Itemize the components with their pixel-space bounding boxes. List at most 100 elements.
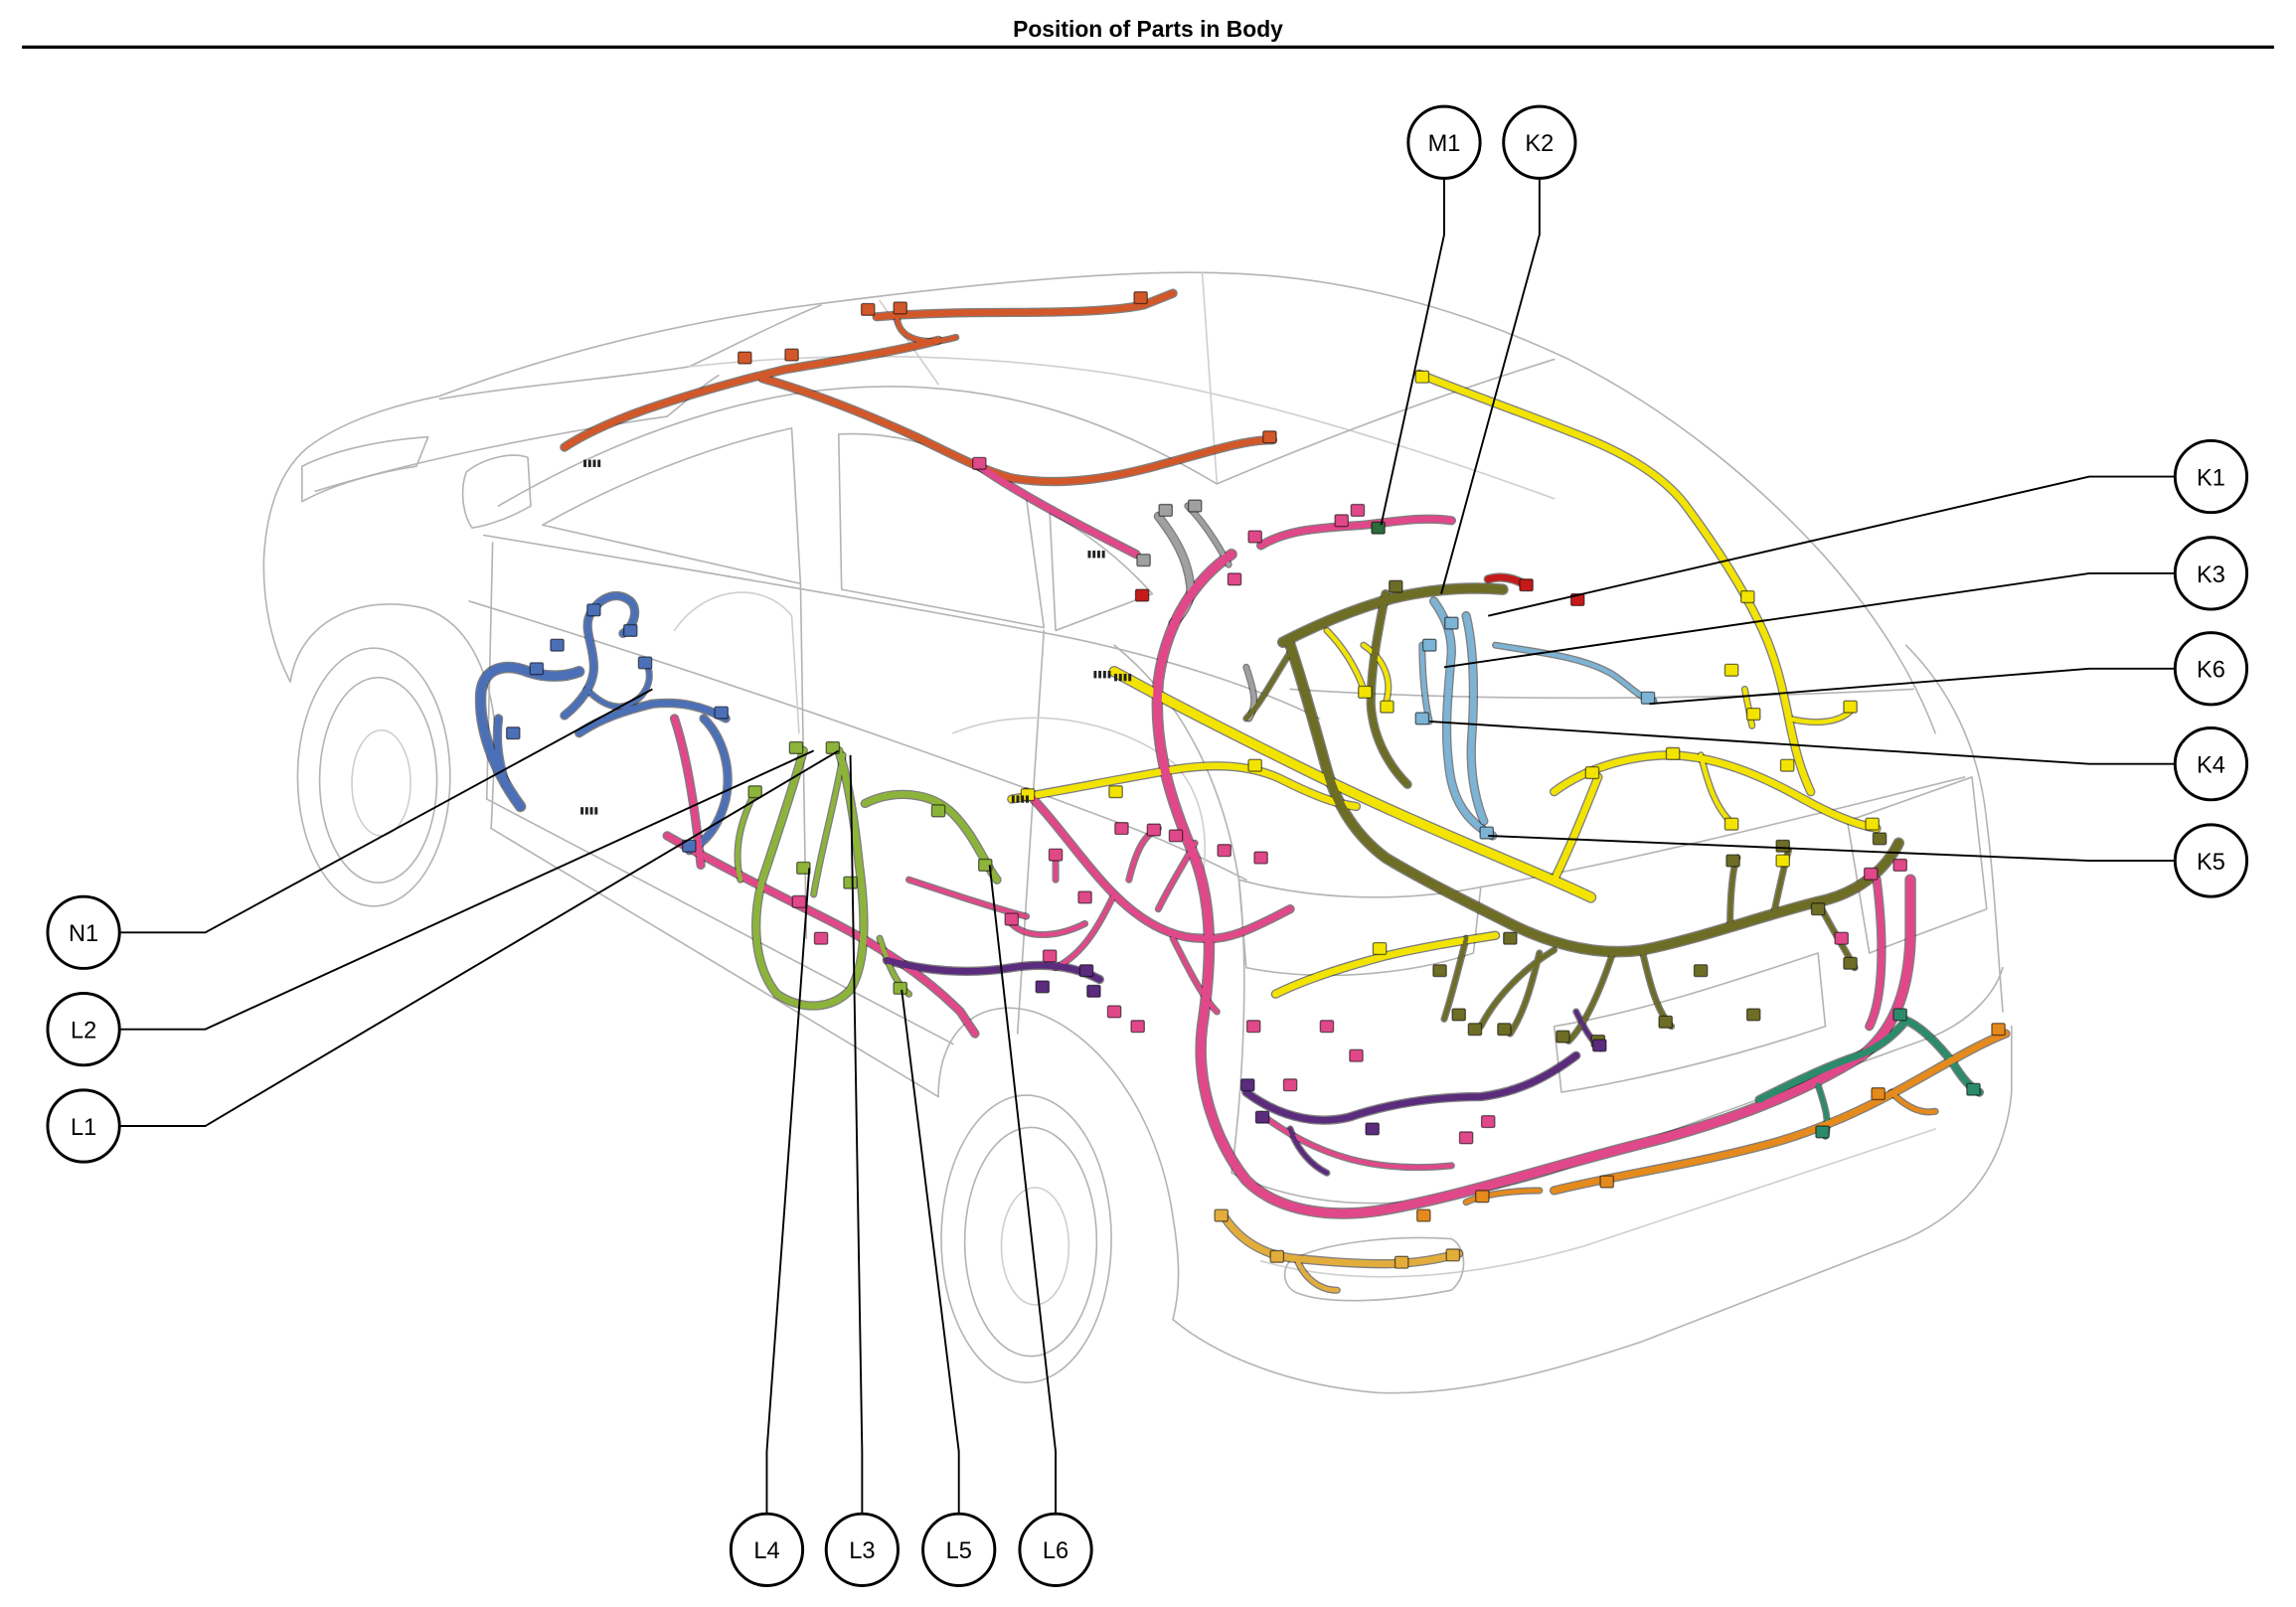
leader-k1: [1488, 475, 2175, 617]
connector: [1815, 1125, 1830, 1139]
connector: [622, 623, 638, 638]
front-door-window: [541, 427, 802, 585]
leader-l1: [119, 749, 840, 1127]
connector: [1480, 1115, 1496, 1129]
connector: [1245, 1020, 1261, 1034]
connector: [1106, 1005, 1122, 1019]
wire-harness-pink-door: [671, 715, 705, 869]
wire-harness-teal: [1755, 1017, 1983, 1103]
front-wheel-rim: [318, 676, 438, 884]
wire-harness-roof-branch: [895, 317, 958, 344]
connector: [1108, 785, 1123, 799]
connector: [1217, 844, 1232, 858]
callout-label: N1: [69, 921, 98, 947]
wire-harness-green-drop: [811, 752, 846, 897]
connector: [1380, 700, 1394, 714]
front-fascia: [262, 395, 441, 683]
connector: [1086, 984, 1101, 998]
leader-k3: [1443, 571, 2175, 669]
callout-label: K2: [1525, 131, 1554, 157]
grommet-mark: [1096, 551, 1100, 559]
connector: [747, 785, 762, 799]
connector: [1467, 1023, 1483, 1037]
connector: [1319, 1020, 1335, 1034]
connector: [1843, 700, 1858, 714]
wire-harness-lightblue-2: [1462, 612, 1488, 825]
grommet-mark: [592, 459, 596, 467]
grommet-mark: [1123, 673, 1127, 682]
wire-harness-blue-lower: [685, 715, 732, 855]
connector: [1214, 1208, 1230, 1222]
leader-k6: [1649, 667, 2175, 706]
rear-wheel-rim: [963, 1126, 1098, 1358]
wire-harness-blue-branch: [494, 715, 510, 788]
wire-harness-pink-sill: [663, 832, 979, 1038]
wire-harness-purple-rear: [1242, 1051, 1580, 1124]
grommet: [1011, 795, 1029, 803]
callout-k2: K2: [1502, 104, 1577, 180]
near-roof-edge: [497, 386, 1219, 507]
wire-harness-tan-branch: [1295, 1258, 1340, 1293]
callout-m1: M1: [1406, 104, 1482, 180]
grommet-mark: [597, 459, 601, 467]
connector: [1136, 554, 1151, 567]
grommet-mark: [1101, 551, 1105, 559]
connector: [791, 894, 807, 908]
leader-k2: [1440, 179, 1541, 594]
connector: [1416, 1208, 1431, 1222]
grommet-mark: [1102, 671, 1106, 679]
sill-line: [490, 827, 939, 1098]
wire-harness-yellow-lower: [1272, 931, 1499, 998]
wire-harness-pink-pillar: [976, 462, 1140, 559]
connector: [1414, 712, 1430, 725]
connector: [1584, 765, 1600, 780]
callout-l1: L1: [46, 1088, 121, 1164]
callout-circle: [2173, 823, 2249, 898]
wire-harness-green-loop: [752, 747, 868, 1010]
grommet-mark: [1093, 671, 1097, 679]
callout-circle: [1406, 104, 1482, 180]
connector: [1592, 1039, 1607, 1052]
rear-bumper-lower: [1172, 1025, 2013, 1394]
connector: [1871, 1087, 1886, 1101]
front-wheel-hub: [351, 728, 411, 837]
connector: [1991, 1023, 2006, 1037]
callout-label: K5: [2197, 850, 2225, 876]
wire-harness-outline: [905, 825, 1221, 1016]
connector: [1497, 1023, 1512, 1037]
grommet-mark: [1107, 671, 1111, 679]
callout-l6: L6: [1018, 1512, 1093, 1587]
connector: [1414, 370, 1430, 384]
connector: [1254, 1110, 1270, 1124]
connector: [1658, 1015, 1674, 1029]
wire-harness-yellow-cross: [1008, 762, 1360, 810]
connector: [738, 351, 752, 365]
grommet-mark: [1118, 673, 1122, 682]
connector: [1134, 588, 1150, 602]
connector: [1865, 817, 1880, 831]
callout-label: K4: [2197, 753, 2225, 779]
leader-n1: [119, 688, 653, 934]
front-seat: [673, 591, 800, 734]
callout-l5: L5: [921, 1512, 997, 1587]
wire-harness-pink-top: [1257, 515, 1455, 550]
grommet-mark: [589, 807, 593, 815]
wire-harness-blue-cross: [575, 700, 730, 737]
connector: [1133, 291, 1148, 305]
grommet-mark: [587, 459, 591, 467]
connector: [1388, 579, 1403, 593]
connector: [1475, 1190, 1490, 1204]
callout-label: L4: [753, 1538, 779, 1564]
connector: [1892, 1008, 1908, 1022]
callout-k6: K6: [2173, 631, 2249, 707]
connector: [1253, 851, 1268, 865]
connector: [1262, 430, 1277, 444]
connector: [893, 301, 908, 315]
grommet-mark: [583, 459, 587, 467]
connector: [1432, 964, 1447, 978]
callout-circle: [921, 1512, 997, 1587]
connector: [1745, 1008, 1761, 1022]
callout-l2: L2: [46, 992, 121, 1067]
wire-harness-roof-rear: [758, 375, 1276, 485]
wire-harness-olive-left: [1243, 650, 1293, 722]
